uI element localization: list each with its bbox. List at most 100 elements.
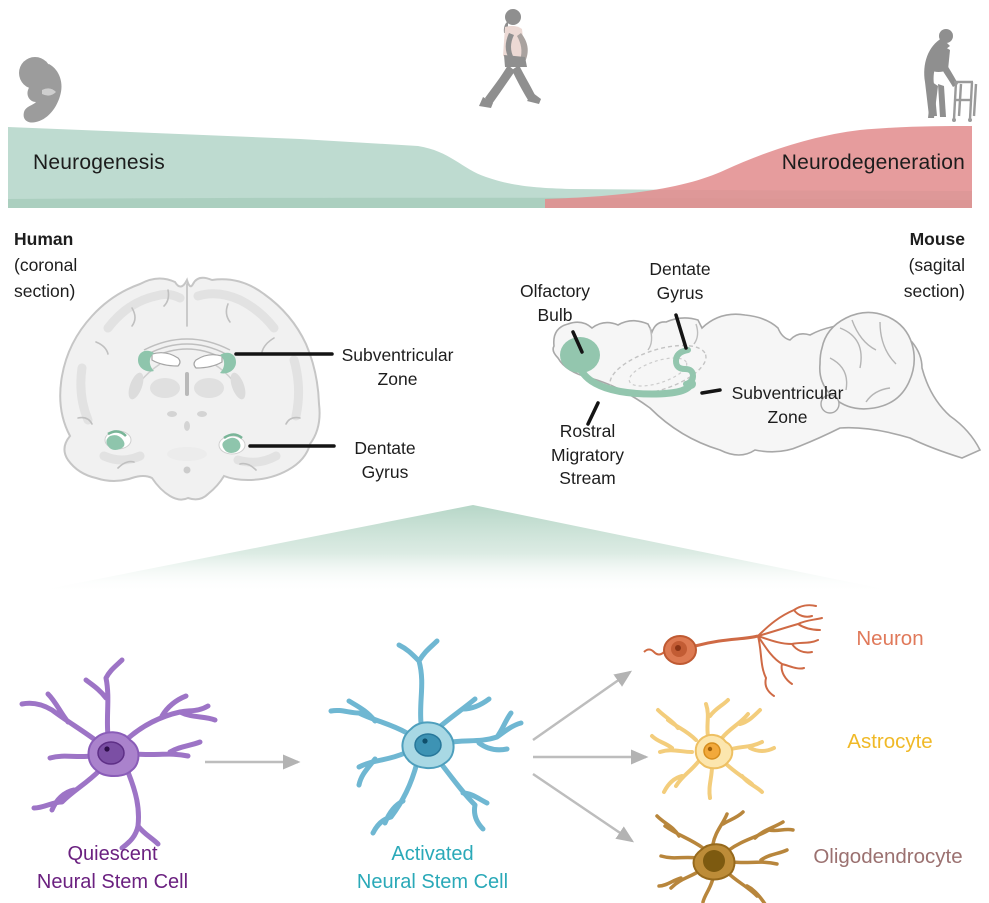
walking-adult-icon — [479, 9, 541, 108]
ansc-nucleolus — [422, 738, 428, 744]
arrow-to-oligodendrocyte — [532, 772, 635, 843]
astrocyte-nucleus — [703, 742, 721, 760]
cerebellum — [818, 311, 916, 410]
sulci-lines — [77, 283, 301, 471]
neuron-label: Neuron — [856, 627, 924, 650]
mouse-subtitle-1: (sagital — [908, 255, 965, 275]
mouse-brain-sagittal — [552, 311, 982, 459]
neuron-nucleolus — [675, 645, 681, 651]
qnsc-nucleolus — [104, 746, 110, 752]
fetus-icon — [19, 57, 62, 123]
nucleus-mark — [167, 411, 177, 417]
olfactory-bulb-label: Olfactory Bulb — [500, 280, 610, 327]
human-dg-line1: Dentate — [354, 438, 416, 458]
mouse-dg-label: Dentate Gyrus — [625, 258, 735, 305]
qnsc-processes — [19, 657, 218, 850]
human-section-title: Human (coronal section) — [14, 226, 77, 304]
nucleus-mark — [184, 421, 190, 431]
human-dg-line2: Gyrus — [361, 461, 409, 482]
svz-highlight-right — [220, 352, 236, 374]
neurogenesis-label: Neurogenesis — [33, 151, 165, 174]
neuron-arbor — [757, 604, 823, 697]
oligo-nucleus — [703, 850, 725, 872]
activated-line1: Activated — [391, 843, 474, 865]
rms-highlight — [576, 364, 695, 398]
cerebellum-folia — [829, 319, 897, 403]
mouse-dg-line2: Gyrus — [656, 282, 704, 303]
human-subtitle-2: section) — [14, 281, 76, 301]
human-title: Human — [14, 229, 74, 249]
elderly-with-walker-icon — [924, 29, 978, 122]
human-leader-lines — [234, 352, 336, 448]
mouse-svz-line1: Subventricular — [731, 383, 844, 403]
hippocampus-dashed-outline — [609, 344, 707, 396]
dentate-gyrus-highlight-right — [222, 437, 241, 453]
putamen-left — [128, 372, 144, 400]
dg-curl-right — [223, 433, 243, 440]
thalamus-right — [194, 378, 224, 398]
ob-line2: Bulb — [537, 304, 573, 325]
astrocyte-processes — [650, 698, 776, 800]
brainstem-dot — [183, 466, 191, 474]
dg-curl-left — [107, 430, 127, 437]
activated-nsc-label: Activated Neural Stem Cell — [325, 840, 540, 896]
oligodendrocyte-graphic — [655, 810, 795, 903]
rms-line2: Migratory — [551, 444, 624, 465]
mouse-dentate-gyrus-highlight — [672, 347, 697, 387]
human-brain-coronal — [59, 276, 321, 501]
mouse-svz-leader — [700, 388, 722, 395]
lifespan-band-graphic — [8, 126, 972, 208]
funnel-triangle — [27, 505, 903, 593]
neurodegeneration-label: Neurodegeneration — [781, 151, 965, 174]
human-dg-label: Dentate Gyrus — [325, 437, 445, 484]
human-svz-line1: Subventricular — [341, 345, 454, 365]
quiescent-line2: Neural Stem Cell — [36, 871, 189, 893]
astrocyte-graphic — [650, 698, 776, 800]
human-subtitle-1: (coronal — [14, 255, 78, 275]
rms-label: Rostral Migratory Stream — [525, 420, 650, 491]
brainstem-mark — [167, 447, 207, 461]
human-svz-line2: Zone — [377, 368, 418, 389]
astrocyte-nucleolus — [707, 746, 713, 752]
svz-highlight-left — [138, 350, 154, 372]
quiescent-nsc-label: Quiescent Neural Stem Cell — [5, 840, 220, 896]
mouse-dg-line1: Dentate — [649, 259, 711, 279]
cortex-sulci — [647, 323, 699, 351]
quiescent-nsc-graphic — [19, 657, 218, 850]
neurogenesis-wedge — [8, 127, 972, 208]
lateral-ventricle-left — [151, 352, 181, 367]
mouse-subtitle-2: section) — [903, 281, 965, 301]
arrow-to-neuron — [532, 670, 633, 742]
activated-nsc-graphic — [328, 638, 524, 836]
differentiation-arrows — [205, 670, 649, 843]
zoom-funnel — [27, 505, 903, 593]
hippocampus-inner-dashed — [628, 357, 688, 387]
mouse-title: Mouse — [909, 229, 965, 249]
olfactory-leader — [571, 330, 584, 354]
mouse-section-title: Mouse (sagital section) — [904, 226, 965, 304]
neurodegeneration-wedge — [545, 126, 972, 208]
lateral-ventricle-right — [193, 354, 223, 369]
nucleus-mark — [197, 411, 207, 417]
activated-line2: Neural Stem Cell — [356, 871, 509, 893]
thalamus-left — [150, 378, 180, 398]
rms-line3: Stream — [559, 468, 616, 488]
mouse-dg-leader — [674, 313, 688, 350]
rms-leader — [586, 401, 600, 426]
rms-line1: Rostral — [559, 421, 616, 441]
mouse-svz-label: Subventricular Zone — [705, 382, 870, 429]
quiescent-line1: Quiescent — [67, 843, 158, 865]
ob-line1: Olfactory — [519, 281, 591, 301]
putamen-right — [230, 372, 246, 400]
dentate-gyrus-highlight-left — [106, 435, 125, 450]
gyri-bands — [76, 289, 304, 467]
ansc-nucleus — [414, 733, 442, 757]
neuron-graphic — [643, 604, 823, 697]
neuron-dendrite-left — [643, 648, 665, 656]
mouse-leader-lines — [571, 313, 722, 426]
olfactory-bulb-highlight — [560, 337, 600, 373]
qnsc-nucleus — [97, 741, 125, 765]
neuron-axon — [694, 634, 759, 648]
